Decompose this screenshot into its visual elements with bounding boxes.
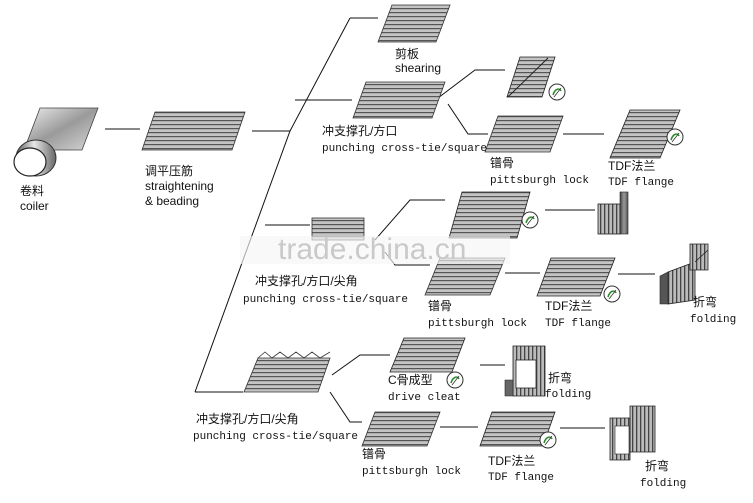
- shearing-sheet: [377, 4, 451, 43]
- pittsburgh-a-label-cn: 镨骨: [490, 155, 514, 170]
- folding-c1-label-en: folding: [545, 389, 591, 401]
- straightening-sheet: [141, 111, 246, 151]
- pittsburgh-b-label-en: pittsburgh lock: [428, 318, 527, 330]
- shearing-label-cn: 剪板: [395, 46, 419, 61]
- folding-c1-illustration: [504, 345, 546, 397]
- punching-a-sheet: [352, 81, 446, 119]
- tdf-a-label-cn: TDF法兰: [608, 159, 655, 173]
- straightening-label-en: straightening: [145, 179, 214, 193]
- folding-b-label-en: folding: [690, 314, 736, 326]
- drive-cleat-label-en: drive cleat: [388, 392, 461, 404]
- folding-b-illustration: [659, 243, 709, 305]
- watermark: trade.china.cn: [240, 233, 510, 266]
- pittsburgh-a-label-en: pittsburgh lock: [490, 175, 589, 187]
- drive-cleat-panel: [389, 337, 466, 389]
- coiler-illustration: [13, 107, 99, 177]
- coiler-label-cn: 卷料: [20, 183, 44, 198]
- tdf-c-label-cn: TDF法兰: [488, 454, 535, 468]
- labels: 卷料 coiler 调平压筋 straightening & beading 剪…: [20, 46, 736, 490]
- small-panel-a: [506, 56, 566, 101]
- tdf-c-panel: [479, 411, 557, 449]
- tdf-b-label-cn: TDF法兰: [545, 299, 592, 313]
- folding-c2-illustration: [609, 405, 656, 461]
- watermark-text: trade.china.cn: [278, 233, 466, 266]
- punching-c-sheet: [243, 351, 331, 393]
- punching-c-label-en: punching cross-tie/square: [193, 431, 358, 443]
- pittsburgh-c-label-en: pittsburgh lock: [362, 466, 461, 478]
- folding-c2-label-cn: 折弯: [645, 458, 669, 473]
- shearing-label-en: shearing: [395, 61, 441, 75]
- punching-a-label-cn: 冲支撑孔/方口: [322, 123, 397, 138]
- folding-c1-label-cn: 折弯: [548, 370, 572, 385]
- punching-b-label-cn: 冲支撑孔/方口/尖角: [255, 273, 358, 288]
- connector-lines: [105, 17, 655, 429]
- tdf-a-panel: [609, 109, 684, 159]
- punching-b-label-en: punching cross-tie/square: [243, 294, 408, 306]
- straightening-label-cn: 调平压筋: [145, 163, 193, 178]
- coiler-label-en: coiler: [20, 199, 49, 213]
- tdf-a-label-en: TDF flange: [608, 177, 674, 189]
- drive-cleat-label-cn: C骨成型: [388, 373, 433, 387]
- tdf-c-label-en: TDF flange: [488, 472, 554, 484]
- tdf-b-panel: [536, 257, 621, 303]
- beading-label-en: & beading: [145, 194, 199, 208]
- folding-c2-label-en: folding: [640, 478, 686, 490]
- pittsburgh-c-label-cn: 镨骨: [362, 446, 386, 461]
- punching-c-label-cn: 冲支撑孔/方口/尖角: [196, 411, 299, 426]
- tdf-b-label-en: TDF flange: [545, 318, 611, 330]
- pittsburgh-a-panel: [484, 115, 564, 153]
- middle-upper-flange: [597, 191, 629, 235]
- pittsburgh-c-panel: [361, 411, 441, 447]
- punching-a-label-en: punching cross-tie/square: [322, 143, 487, 155]
- folding-b-label-cn: 折弯: [693, 294, 717, 309]
- middle-upper-panel: [448, 191, 539, 239]
- pittsburgh-b-label-cn: 镨骨: [428, 298, 452, 313]
